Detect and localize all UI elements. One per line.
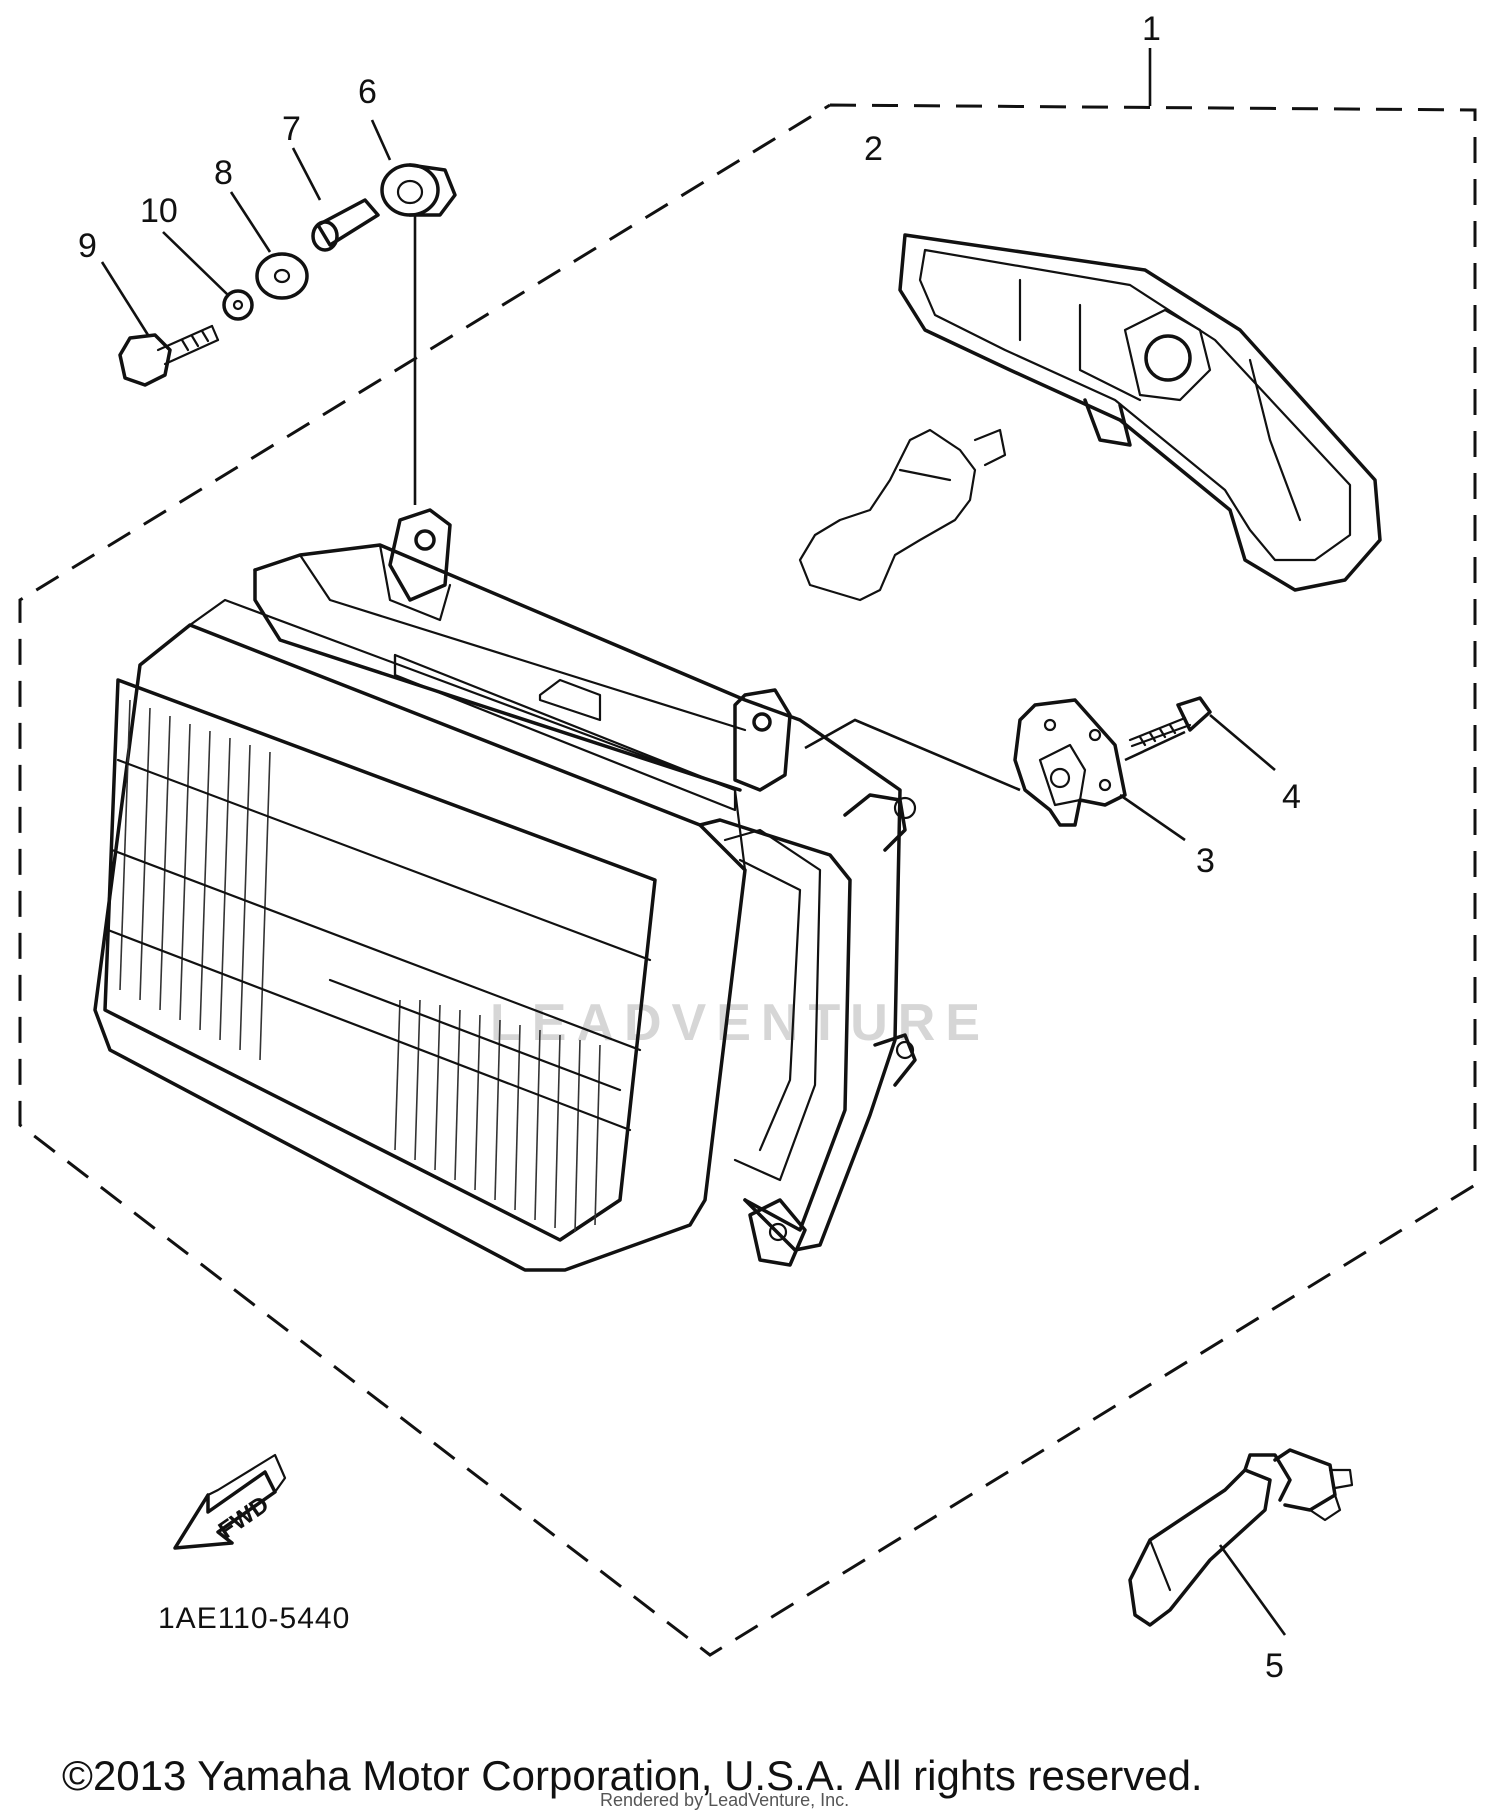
leader-6	[370, 119, 392, 161]
leader-9	[100, 261, 150, 336]
part-10-lock-washer	[222, 289, 254, 321]
callout-5: 5	[1265, 1647, 1284, 1685]
leader-5	[1218, 1544, 1287, 1636]
headlight-unit	[93, 508, 917, 1272]
part-9-bolt	[118, 324, 220, 387]
leader-7	[291, 147, 322, 201]
callout-4: 4	[1282, 778, 1301, 816]
callout-3: 3	[1196, 842, 1215, 880]
callout-8: 8	[214, 154, 233, 192]
diagram-part-code: 1AE110-5440	[158, 1602, 350, 1635]
top-mount-tab	[388, 508, 452, 602]
part-8-washer	[255, 252, 309, 300]
bottom-mount-tab	[748, 1198, 807, 1267]
part-5-bulb	[1128, 1448, 1354, 1627]
callout-9: 9	[78, 227, 97, 265]
part-6-grommet	[380, 163, 457, 217]
assembly-boundary	[18, 103, 1477, 1657]
leader-housing-to-3	[804, 718, 1021, 792]
leader-3	[1119, 793, 1186, 842]
callout-1: 1	[1142, 10, 1161, 48]
callout-10: 10	[140, 192, 178, 230]
part-3-socket-bracket	[1013, 698, 1127, 827]
callout-7: 7	[282, 110, 301, 148]
part-2-bulb-cover	[898, 233, 1382, 592]
copyright-notice: ©2013 Yamaha Motor Corporation, U.S.A. A…	[62, 1752, 1203, 1799]
part-7-collar	[311, 198, 380, 252]
rendered-by-notice: Rendered by LeadVenture, Inc.	[600, 1790, 849, 1810]
leader-4	[1209, 714, 1276, 771]
headlight-bulb-ghost	[798, 428, 1007, 602]
watermark-text: LEADVENTURE	[490, 994, 990, 1052]
fwd-arrow-icon: FWD	[173, 1453, 287, 1550]
leader-8	[229, 191, 272, 253]
callout-2: 2	[864, 130, 883, 168]
lens-hatching	[106, 699, 652, 1233]
side-mount-tab	[733, 688, 792, 792]
part-4-screw	[1124, 696, 1212, 762]
leader-10	[162, 231, 229, 296]
callout-6: 6	[358, 73, 377, 111]
